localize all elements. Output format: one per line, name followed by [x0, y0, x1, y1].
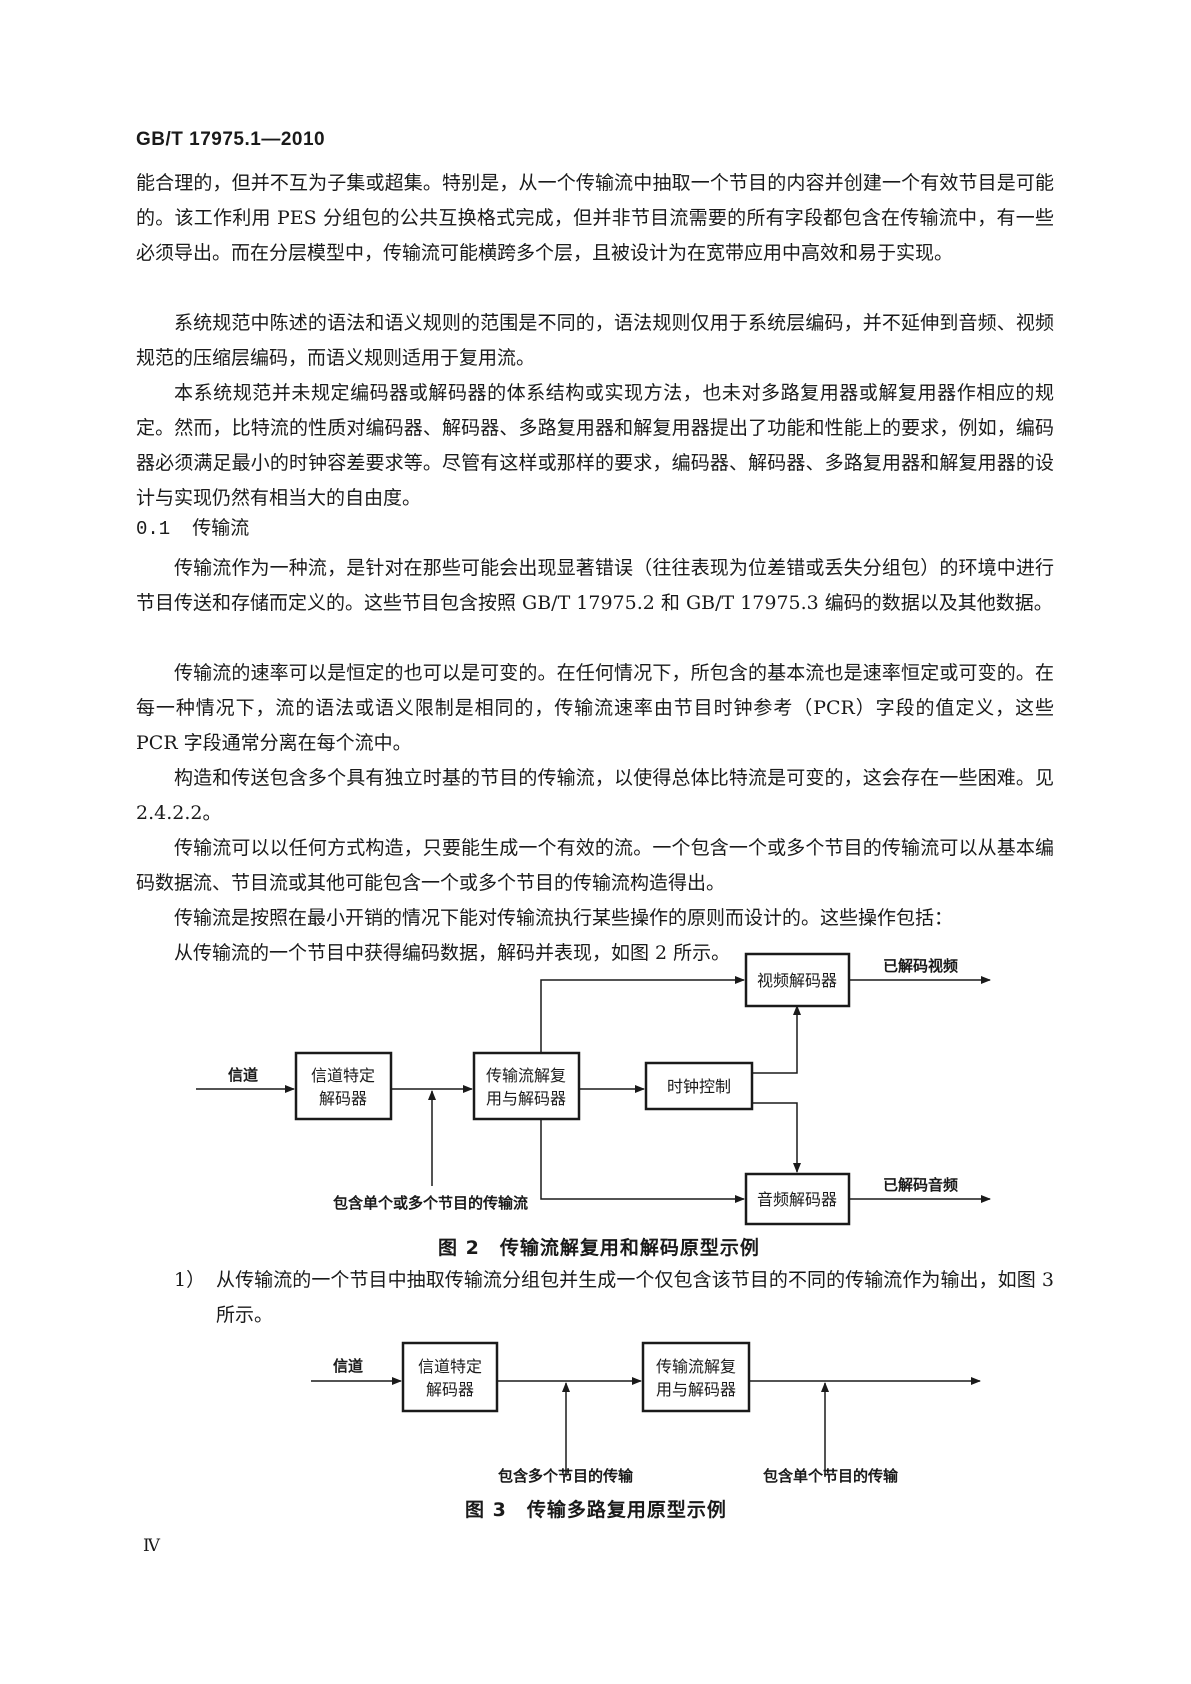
fig2-audio-box-label: 音频解码器	[757, 1190, 837, 1209]
fig2-input-label: 信道	[228, 1066, 258, 1084]
fig3-demux-box-line1: 传输流解复	[656, 1357, 736, 1376]
section-heading: 0.1 传输流	[136, 513, 249, 540]
figure-3-caption: 图 3 传输多路复用原型示例	[465, 1499, 727, 1521]
section-paragraph-3: 构造和传送包含多个具有独立时基的节目的传输流，以使得总体比特流是可变的，这会存在…	[136, 767, 1054, 824]
fig2-clock-box	[644, 1061, 754, 1111]
section-paragraph-4: 传输流可以以任何方式构造，只要能生成一个有效的流。一个包含一个或多个节目的传输流…	[136, 837, 1054, 894]
section-paragraph-5: 传输流是按照在最小开销的情况下能对传输流执行某些操作的原则而设计的。这些操作包括…	[174, 907, 954, 929]
fig3-channel-decoder-box	[401, 1341, 499, 1413]
intro-paragraph-2: 系统规范中陈述的语法和语义规则的范围是不同的，语法规则仅用于系统层编码，并不延伸…	[136, 312, 1054, 369]
fig3-demux-box	[641, 1341, 751, 1413]
fig3-demux-box-line2: 用与解码器	[656, 1380, 736, 1399]
fig2-channel-decoder-box	[294, 1051, 393, 1121]
list-item-1-marker: 1）	[174, 1269, 206, 1291]
section-number: 0.1	[136, 518, 171, 540]
fig2-demux-box-line1: 传输流解复	[486, 1066, 566, 1085]
fig3-single-label: 包含单个节目的传输	[763, 1467, 899, 1485]
fig2-audio-output-label: 已解码音频	[883, 1176, 958, 1194]
intro-paragraph-3: 本系统规范并未规定编码器或解码器的体系结构或实现方法，也未对多路复用器或解复用器…	[136, 382, 1054, 509]
fig2-clock-box-label: 时钟控制	[667, 1077, 731, 1096]
section-paragraph-6: 从传输流的一个节目中获得编码数据，解码并表现，如图 2 所示。	[174, 942, 731, 964]
intro-paragraph-1: 能合理的，但并不互为子集或超集。特别是，从一个传输流中抽取一个节目的内容并创建一…	[136, 172, 1054, 264]
fig2-video-box-label: 视频解码器	[757, 971, 837, 990]
fig3-channel-box-line1: 信道特定	[418, 1357, 482, 1376]
fig2-demux-to-audio-arrow	[540, 1117, 745, 1203]
section-paragraph-1: 传输流作为一种流，是针对在那些可能会出现显著错误（往往表现为位差错或丢失分组包）…	[136, 557, 1054, 614]
fig2-clock-to-audio-arrow	[752, 1102, 801, 1173]
section-paragraph-2: 传输流的速率可以是恒定的也可以是可变的。在任何情况下，所包含的基本流也是速率恒定…	[136, 662, 1054, 754]
figure-2-caption: 图 2 传输流解复用和解码原型示例	[438, 1237, 760, 1259]
fig2-channel-box-line1: 信道特定	[311, 1066, 375, 1085]
fig3-input-label: 信道	[333, 1357, 363, 1375]
fig2-audio-decoder-box	[744, 1172, 851, 1226]
fig3-channel-box-line2: 解码器	[426, 1380, 474, 1399]
fig2-demux-box	[472, 1051, 581, 1121]
section-title: 传输流	[192, 517, 250, 539]
list-item-1: 1） 从传输流的一个节目中抽取传输流分组包并生成一个仅包含该节目的不同的传输流作…	[136, 1263, 1054, 1333]
fig2-bottom-label: 包含单个或多个节目的传输流	[333, 1194, 528, 1212]
fig2-demux-to-video-arrow	[540, 976, 745, 1063]
fig2-demux-box-line2: 用与解码器	[486, 1089, 566, 1108]
fig3-multi-label: 包含多个节目的传输	[498, 1467, 634, 1485]
standard-code: GB/T 17975.1—2010	[136, 129, 326, 150]
fig2-channel-box-line2: 解码器	[319, 1089, 367, 1108]
page-number: Ⅳ	[143, 1536, 160, 1556]
list-item-1-text: 从传输流的一个节目中抽取传输流分组包并生成一个仅包含该节目的不同的传输流作为输出…	[216, 1269, 1054, 1326]
fig2-clock-to-video-arrow	[752, 1005, 801, 1074]
